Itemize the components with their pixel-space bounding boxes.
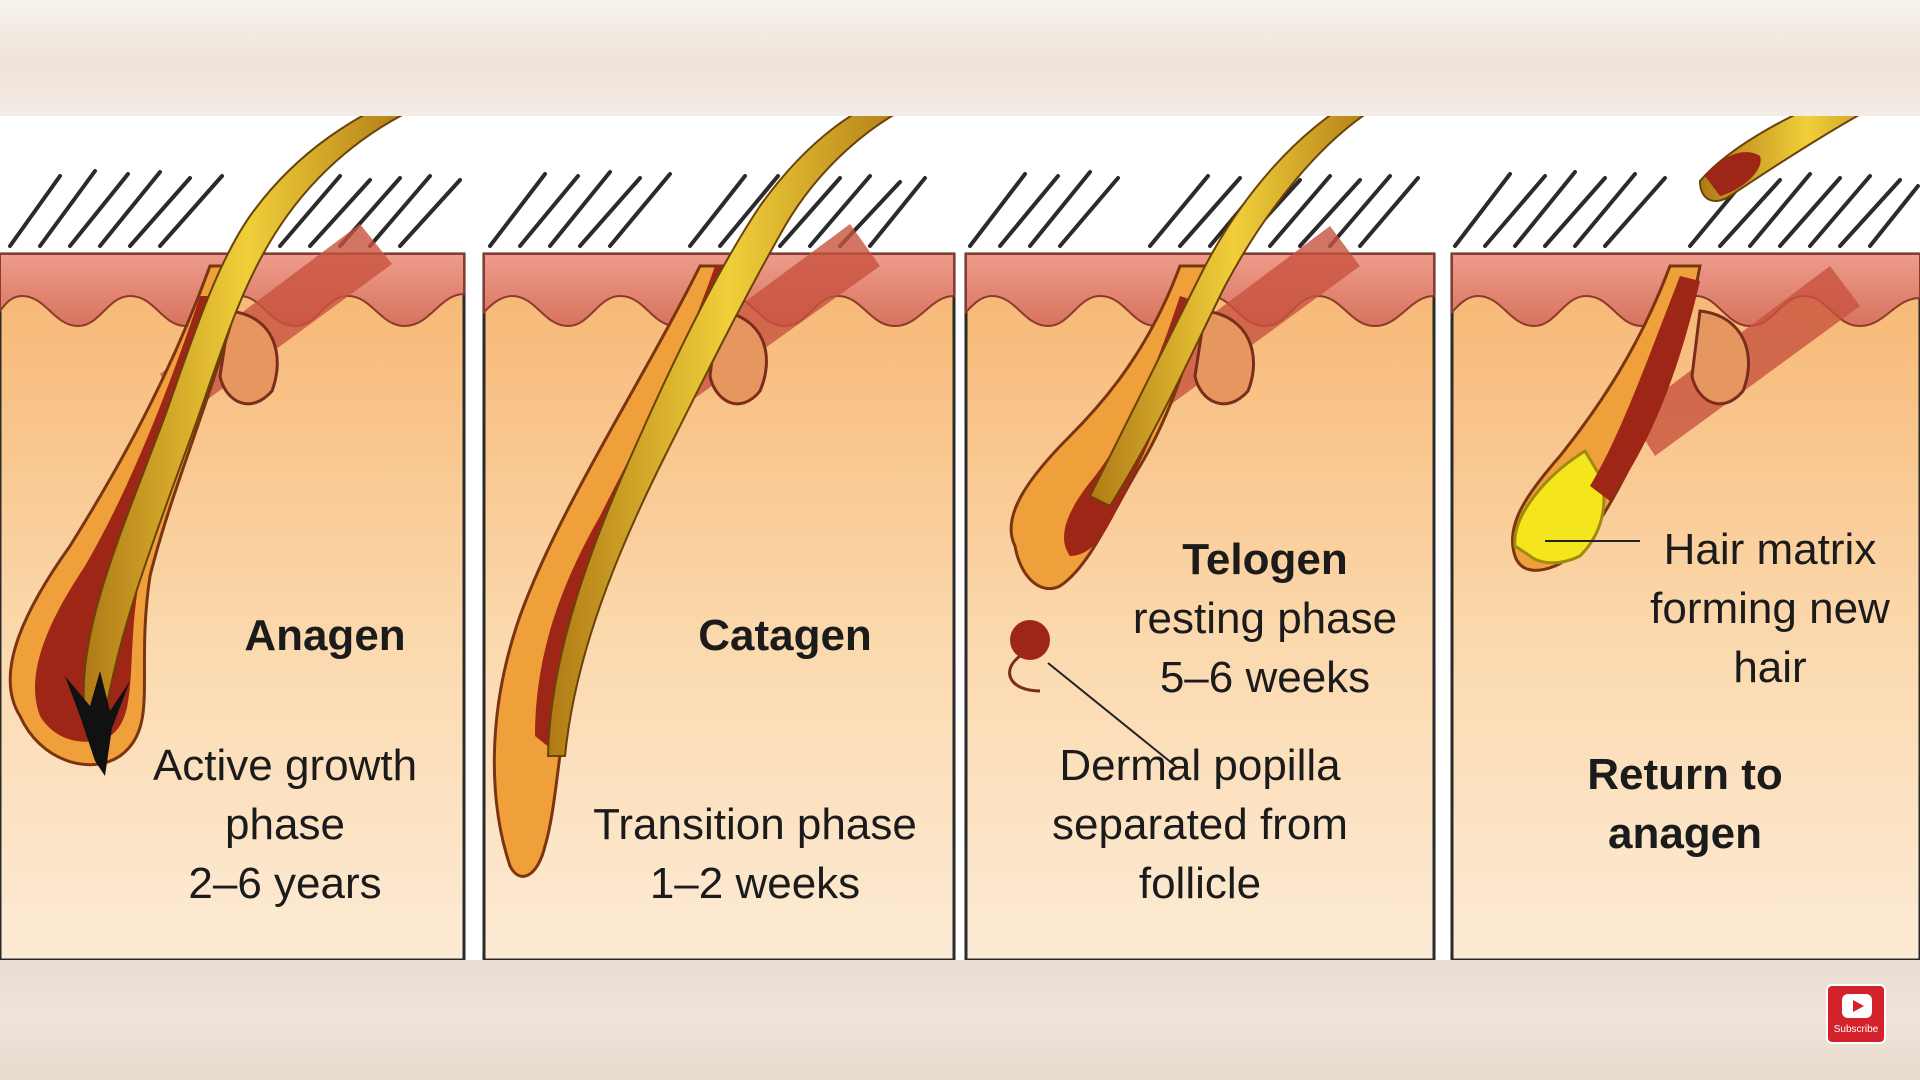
panel-return-to-anagen — [1450, 116, 1920, 960]
return-title-2: anagen — [1607, 809, 1763, 858]
catagen-title: Catagen — [698, 611, 872, 660]
anagen-desc-2: phase — [225, 800, 345, 849]
anagen-title: Anagen — [244, 611, 406, 660]
matrix-callout-2: forming new — [1650, 584, 1890, 633]
papilla-leader-line — [1047, 662, 1179, 769]
catagen-desc-2: 1–2 weeks — [649, 859, 861, 908]
hair-shaft — [82, 116, 403, 717]
subscribe-label: Subscribe — [1833, 1024, 1879, 1035]
hair-growth-cycle-diagram: Anagen Active growth phase 2–6 years Cat… — [0, 116, 1920, 960]
matrix-callout-3: hair — [1733, 643, 1807, 692]
papilla-callout-1: Dermal popilla — [1059, 741, 1341, 790]
telogen-desc-2: 5–6 weeks — [1159, 653, 1371, 702]
return-title-1: Return to — [1587, 750, 1783, 799]
dermal-papilla-separated — [1010, 620, 1050, 660]
surface-hairs — [8, 169, 1920, 248]
play-icon — [1842, 994, 1872, 1018]
matrix-callout-1: Hair matrix — [1663, 525, 1877, 574]
telogen-desc-1: resting phase — [1132, 594, 1398, 643]
panel-anagen — [0, 116, 466, 960]
panel-telogen — [964, 116, 1436, 960]
sebaceous-gland — [218, 309, 279, 406]
catagen-desc-1: Transition phase — [593, 800, 917, 849]
dermal-papilla — [65, 671, 130, 776]
subscribe-button[interactable]: Subscribe — [1826, 984, 1886, 1044]
video-background-bottom — [0, 960, 1920, 1080]
hair-matrix — [1513, 448, 1606, 565]
papilla-callout-3: follicle — [1138, 859, 1262, 908]
papilla-callout-2: separated from — [1052, 800, 1348, 849]
telogen-title: Telogen — [1182, 535, 1348, 584]
anagen-desc-1: Active growth — [152, 741, 418, 790]
video-background-top — [0, 0, 1920, 116]
anagen-desc-3: 2–6 years — [188, 859, 382, 908]
panel-catagen — [482, 116, 956, 960]
